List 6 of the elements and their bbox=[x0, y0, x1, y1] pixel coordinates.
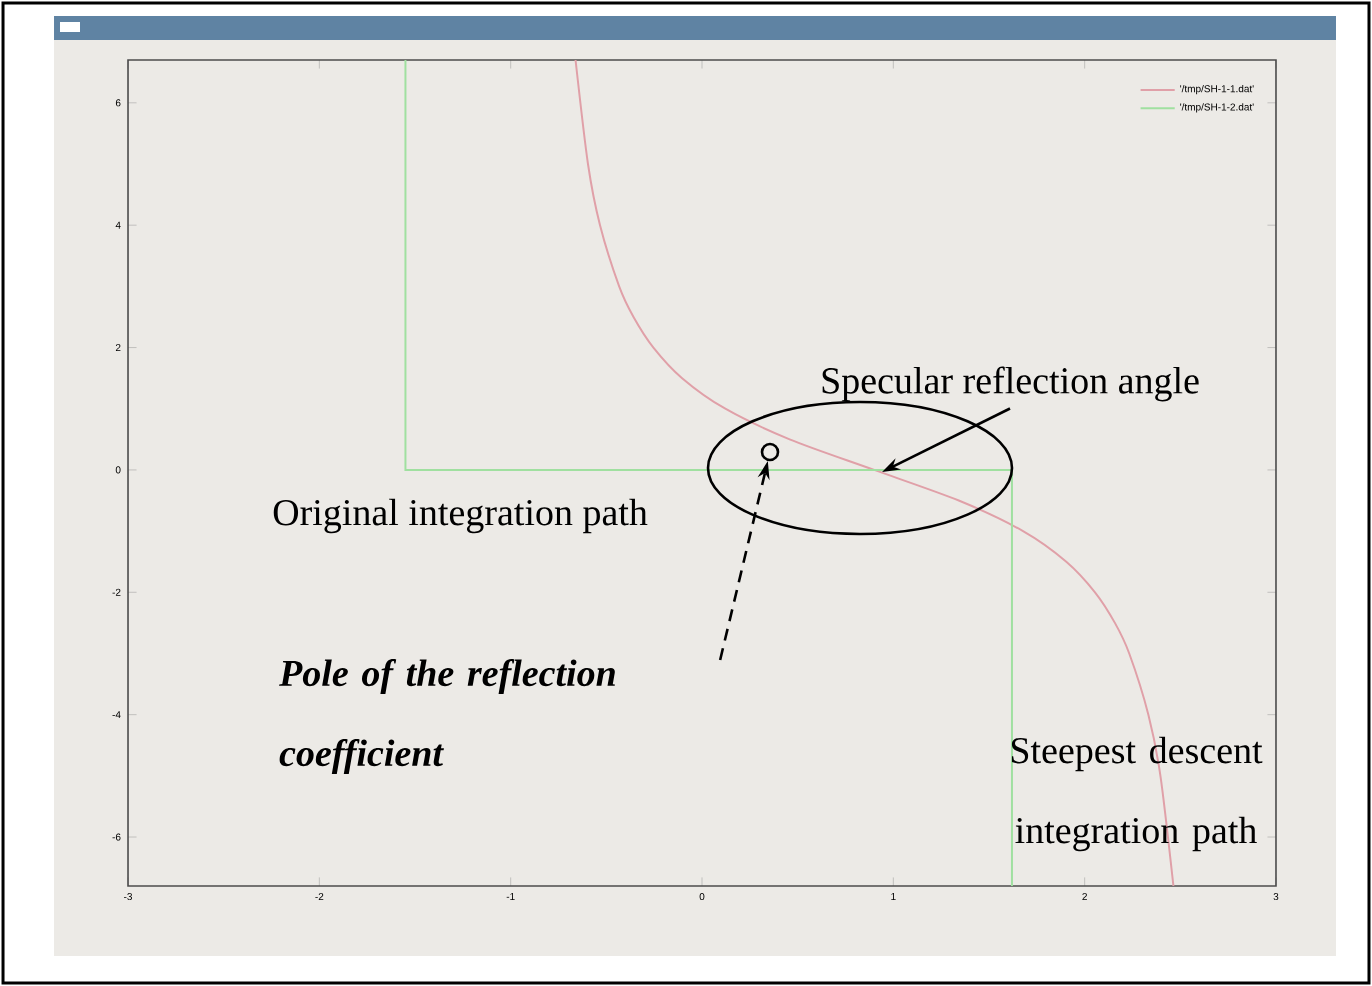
highlight-ellipse bbox=[706, 400, 1014, 536]
annotation-text: Steepest descent integration path bbox=[1011, 736, 1263, 852]
annotation-text: Pole of the reflection coefficient bbox=[279, 659, 615, 774]
pole-circle bbox=[760, 442, 780, 462]
annotation-text: Original integration path bbox=[273, 498, 648, 534]
annotation-text: Specular reflection angle bbox=[822, 366, 1199, 402]
